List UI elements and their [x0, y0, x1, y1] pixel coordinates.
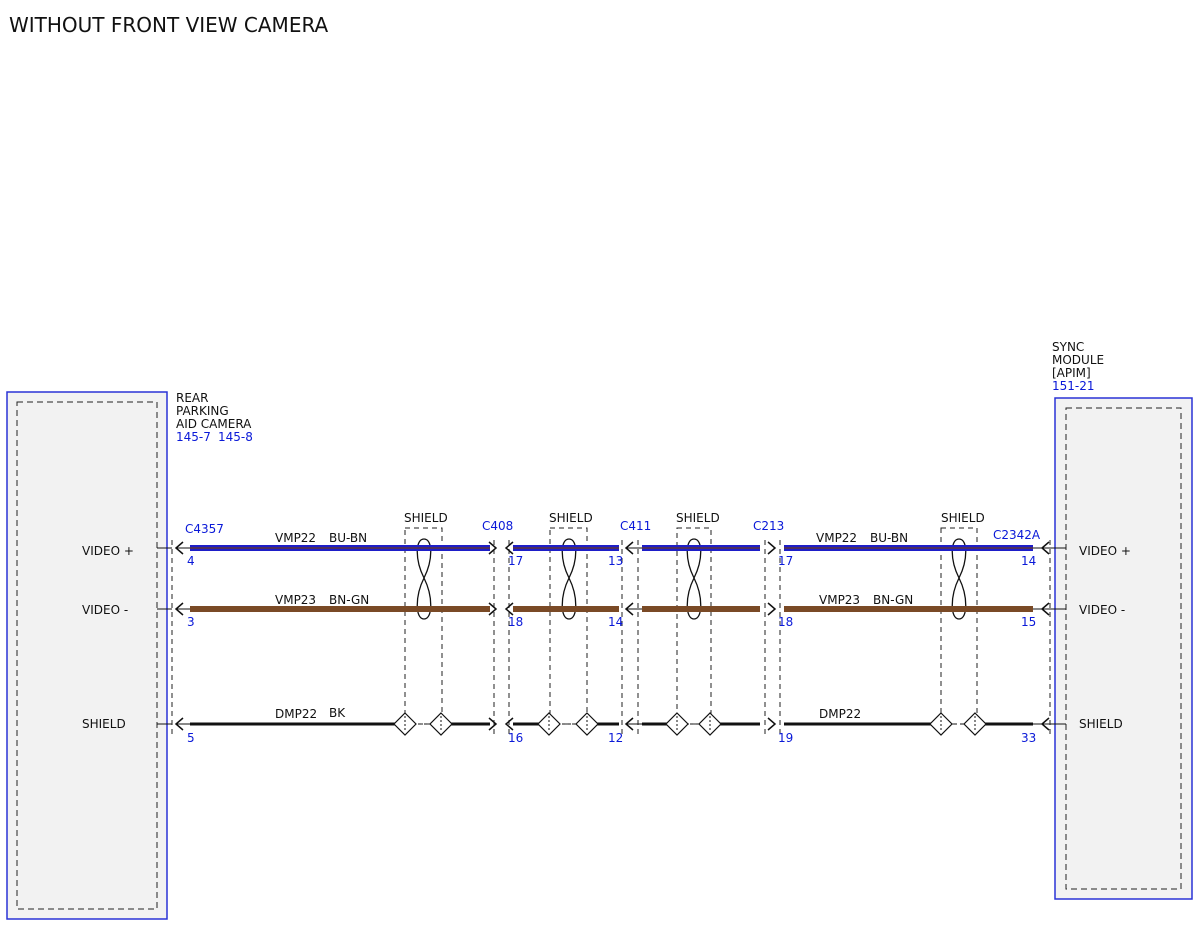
circuit-id-vmp22-left: VMP22 [275, 531, 316, 545]
terminal-arrows [174, 541, 1050, 731]
connector-c2342a[interactable]: C2342A [993, 528, 1041, 542]
pin-c213-17: 17 [778, 554, 793, 568]
left-module-name-line-2: PARKING [176, 404, 229, 418]
left-pin-shield: SHIELD [82, 717, 126, 731]
diagram-title: WITHOUT FRONT VIEW CAMERA [9, 13, 329, 37]
connector-c411[interactable]: C411 [620, 519, 651, 533]
shield-label-3: SHIELD [676, 511, 720, 525]
shield-label-2: SHIELD [549, 511, 593, 525]
rear-parking-aid-camera-module: REAR PARKING AID CAMERA 145-7 145-8 VIDE… [6, 391, 253, 920]
circuit-id-vmp22-right: VMP22 [816, 531, 857, 545]
pin-c2342a-15: 15 [1021, 615, 1036, 629]
connector-c213[interactable]: C213 [753, 519, 784, 533]
pin-c213-18: 18 [778, 615, 793, 629]
circuit-color-bk-left: BK [329, 706, 346, 720]
pin-c408-16: 16 [508, 731, 523, 745]
pin-c2342a-33: 33 [1021, 731, 1036, 745]
left-pin-video-plus: VIDEO + [82, 544, 134, 558]
shield-label-1: SHIELD [404, 511, 448, 525]
connector-outlines [171, 540, 1051, 735]
circuit-id-dmp22-right: DMP22 [819, 707, 861, 721]
terminal-stubs [176, 547, 1042, 725]
circuit-id-vmp23-left: VMP23 [275, 593, 316, 607]
pin-c411-12: 12 [608, 731, 623, 745]
pin-c213-19: 19 [778, 731, 793, 745]
circuit-color-bu-bn-left: BU-BN [329, 531, 367, 545]
left-pin-video-minus: VIDEO - [82, 603, 128, 617]
shield-label-4: SHIELD [941, 511, 985, 525]
left-module-name-line-1: REAR [176, 391, 208, 405]
left-module-ref-1[interactable]: 145-7 [176, 430, 211, 444]
pin-c2342a-14: 14 [1021, 554, 1036, 568]
pin-c4357-4: 4 [187, 554, 195, 568]
left-module-ref-2[interactable]: 145-8 [218, 430, 253, 444]
right-pin-video-plus: VIDEO + [1079, 544, 1131, 558]
shield-drain-ticks [404, 716, 976, 732]
connector-c4357[interactable]: C4357 [185, 522, 224, 536]
sync-module-apim: SYNC MODULE [APIM] 151-21 VIDEO + VIDEO … [1040, 340, 1193, 900]
circuit-id-dmp22-left: DMP22 [275, 707, 317, 721]
pin-c408-18: 18 [508, 615, 523, 629]
shield-enclosures [404, 527, 978, 725]
pin-c4357-3: 3 [187, 615, 195, 629]
right-pin-video-minus: VIDEO - [1079, 603, 1125, 617]
right-module-name-line-3: [APIM] [1052, 366, 1091, 380]
right-module-name-line-2: MODULE [1052, 353, 1104, 367]
connector-c408[interactable]: C408 [482, 519, 513, 533]
circuit-color-bn-gn-left: BN-GN [329, 593, 369, 607]
pin-c411-13: 13 [608, 554, 623, 568]
pin-c4357-5: 5 [187, 731, 195, 745]
twisted-pair-symbols [416, 538, 967, 620]
pin-c411-14: 14 [608, 615, 623, 629]
left-module-name-line-3: AID CAMERA [176, 417, 252, 431]
pin-c408-17: 17 [508, 554, 523, 568]
circuit-color-bn-gn-right: BN-GN [873, 593, 913, 607]
circuit-id-vmp23-right: VMP23 [819, 593, 860, 607]
right-pin-shield: SHIELD [1079, 717, 1123, 731]
circuit-color-bu-bn-right: BU-BN [870, 531, 908, 545]
right-module-name-line-1: SYNC [1052, 340, 1084, 354]
right-module-ref-1[interactable]: 151-21 [1052, 379, 1095, 393]
